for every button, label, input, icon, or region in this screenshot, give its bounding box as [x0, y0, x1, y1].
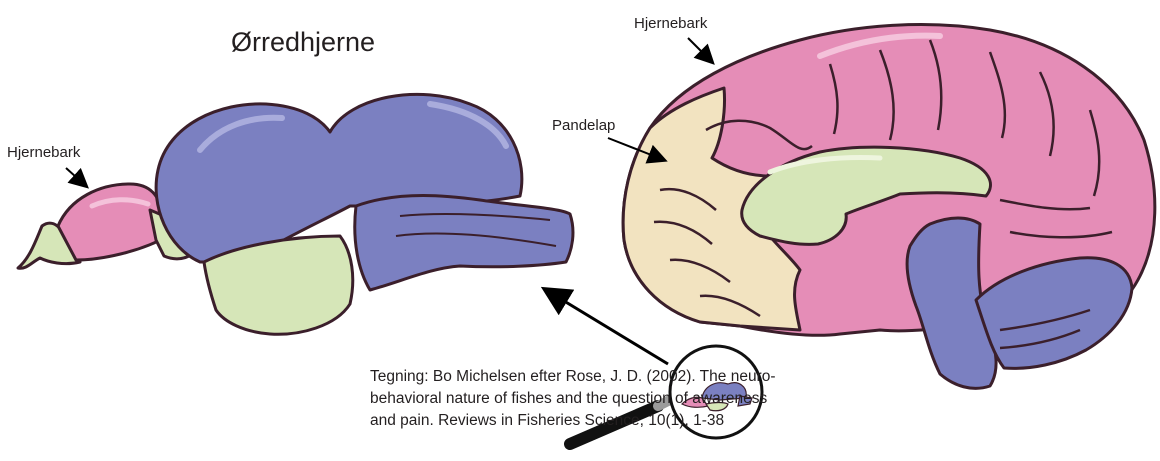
fish-cortex-arrow	[66, 168, 86, 186]
caption-line: behavioral nature of fishes and the ques…	[370, 388, 790, 410]
human-brain	[623, 25, 1155, 389]
human-cortex-label: Hjernebark	[634, 15, 707, 32]
caption-line: and pain. Reviews in Fisheries Science, …	[370, 410, 790, 432]
figure-title: Ørredhjerne	[231, 27, 375, 58]
frontal-lobe-label: Pandelap	[552, 117, 615, 134]
caption-line: Tegning: Bo Michelsen efter Rose, J. D. …	[370, 366, 790, 388]
fish-cortex-label: Hjernebark	[7, 144, 80, 161]
human-cortex-arrow	[688, 38, 712, 62]
trout-brain	[18, 94, 573, 334]
figure-caption: Tegning: Bo Michelsen efter Rose, J. D. …	[370, 366, 790, 432]
zoom-arrow	[546, 290, 668, 364]
